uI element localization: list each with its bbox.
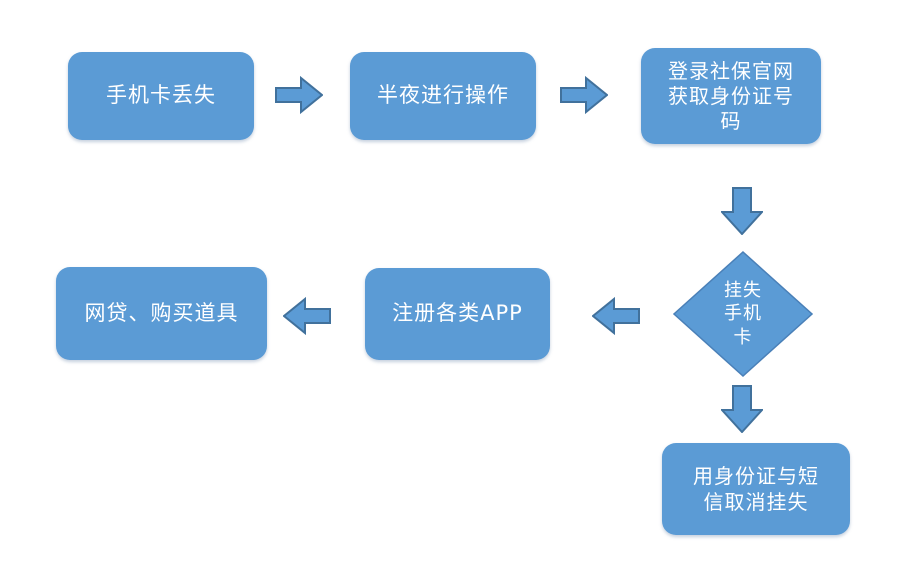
arrow-left-icon (283, 296, 331, 336)
flow-node-register-apps: 注册各类APP (365, 268, 550, 360)
arrow-right-icon (275, 75, 323, 115)
flow-node-report-loss-decision-label: 挂失 手机 卡 (724, 279, 762, 348)
flow-node-report-loss-decision: 挂失 手机 卡 (673, 251, 813, 377)
flow-node-midnight-operation: 半夜进行操作 (350, 52, 536, 140)
flow-node-register-apps-label: 注册各类APP (392, 301, 523, 326)
flow-node-get-id-number: 登录社保官网 获取身份证号 码 (641, 48, 821, 144)
flow-node-cancel-loss-report-label: 用身份证与短 信取消挂失 (693, 464, 819, 514)
flow-node-loans-purchases-label: 网贷、购买道具 (84, 300, 239, 325)
flow-node-midnight-operation-label: 半夜进行操作 (377, 83, 509, 108)
flow-node-get-id-number-label: 登录社保官网 获取身份证号 码 (668, 58, 794, 133)
arrow-right-icon (560, 75, 608, 115)
flow-node-lost-card-label: 手机卡丢失 (106, 83, 216, 108)
flow-node-cancel-loss-report: 用身份证与短 信取消挂失 (662, 443, 850, 535)
arrow-left-icon (592, 296, 640, 336)
flow-node-loans-purchases: 网贷、购买道具 (56, 267, 267, 360)
arrow-down-icon (721, 385, 763, 433)
arrow-down-icon (721, 187, 763, 235)
flow-node-lost-card: 手机卡丢失 (68, 52, 254, 140)
diamond-shape (673, 251, 813, 377)
